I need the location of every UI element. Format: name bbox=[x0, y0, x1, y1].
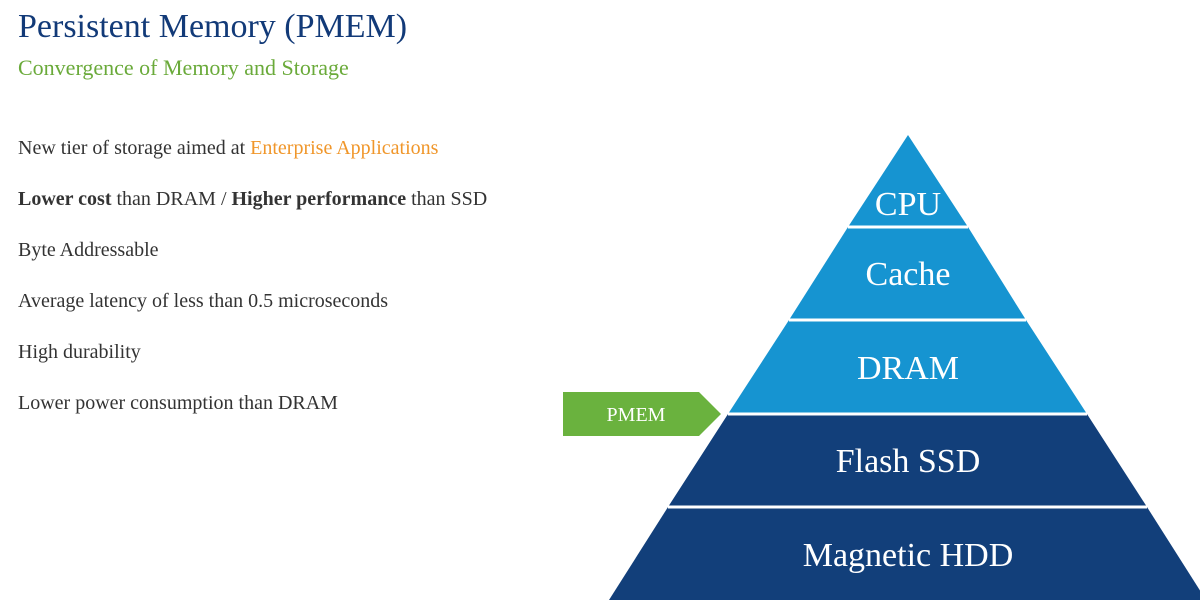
pyramid: CPU Cache DRAM Flash SSD Magnetic HDD bbox=[609, 135, 1200, 600]
pmem-arrow-shape bbox=[563, 392, 721, 436]
bullet-enterprise: New tier of storage aimed at Enterprise … bbox=[18, 134, 538, 162]
bullet-text: than DRAM / bbox=[111, 188, 232, 210]
bullet-byte-addressable: Byte Addressable bbox=[18, 239, 159, 261]
tier-label-cache: Cache bbox=[866, 256, 951, 293]
pyramid-tier-flash-ssd bbox=[668, 414, 1147, 507]
pyramid-tier-magnetic-hdd bbox=[609, 507, 1200, 600]
bullet-list: New tier of storage aimed at Enterprise … bbox=[18, 134, 538, 440]
page-title: Persistent Memory (PMEM) bbox=[18, 8, 408, 45]
pmem-pointer: PMEM bbox=[563, 392, 721, 436]
pyramid-tier-dram bbox=[728, 320, 1087, 414]
tier-label-flash-ssd: Flash SSD bbox=[836, 443, 981, 480]
page-subtitle: Convergence of Memory and Storage bbox=[18, 55, 349, 80]
bullet-power: Lower power consumption than DRAM bbox=[18, 392, 338, 414]
tier-dividers bbox=[668, 225, 1147, 509]
bullet-latency: Average latency of less than 0.5 microse… bbox=[18, 290, 389, 312]
tier-label-dram: DRAM bbox=[857, 350, 959, 387]
tier-label-cpu: CPU bbox=[875, 186, 941, 223]
pmem-label: PMEM bbox=[607, 404, 666, 426]
bullet-bold-text: Higher performance bbox=[231, 188, 407, 210]
bullet-bold-text: Lower cost bbox=[18, 188, 112, 210]
bullet-durability: High durability bbox=[18, 341, 141, 363]
bullet-accent-text: Enterprise Applications bbox=[250, 137, 439, 159]
bullet-text: than SSD bbox=[406, 188, 488, 210]
bullet-cost-performance: Lower cost than DRAM / Higher performanc… bbox=[18, 185, 538, 213]
bullet-text: New tier of storage aimed at bbox=[18, 137, 251, 159]
tier-label-magnetic-hdd: Magnetic HDD bbox=[803, 537, 1014, 574]
pyramid-tier-cpu bbox=[848, 135, 968, 227]
pyramid-tier-cache bbox=[789, 227, 1026, 320]
